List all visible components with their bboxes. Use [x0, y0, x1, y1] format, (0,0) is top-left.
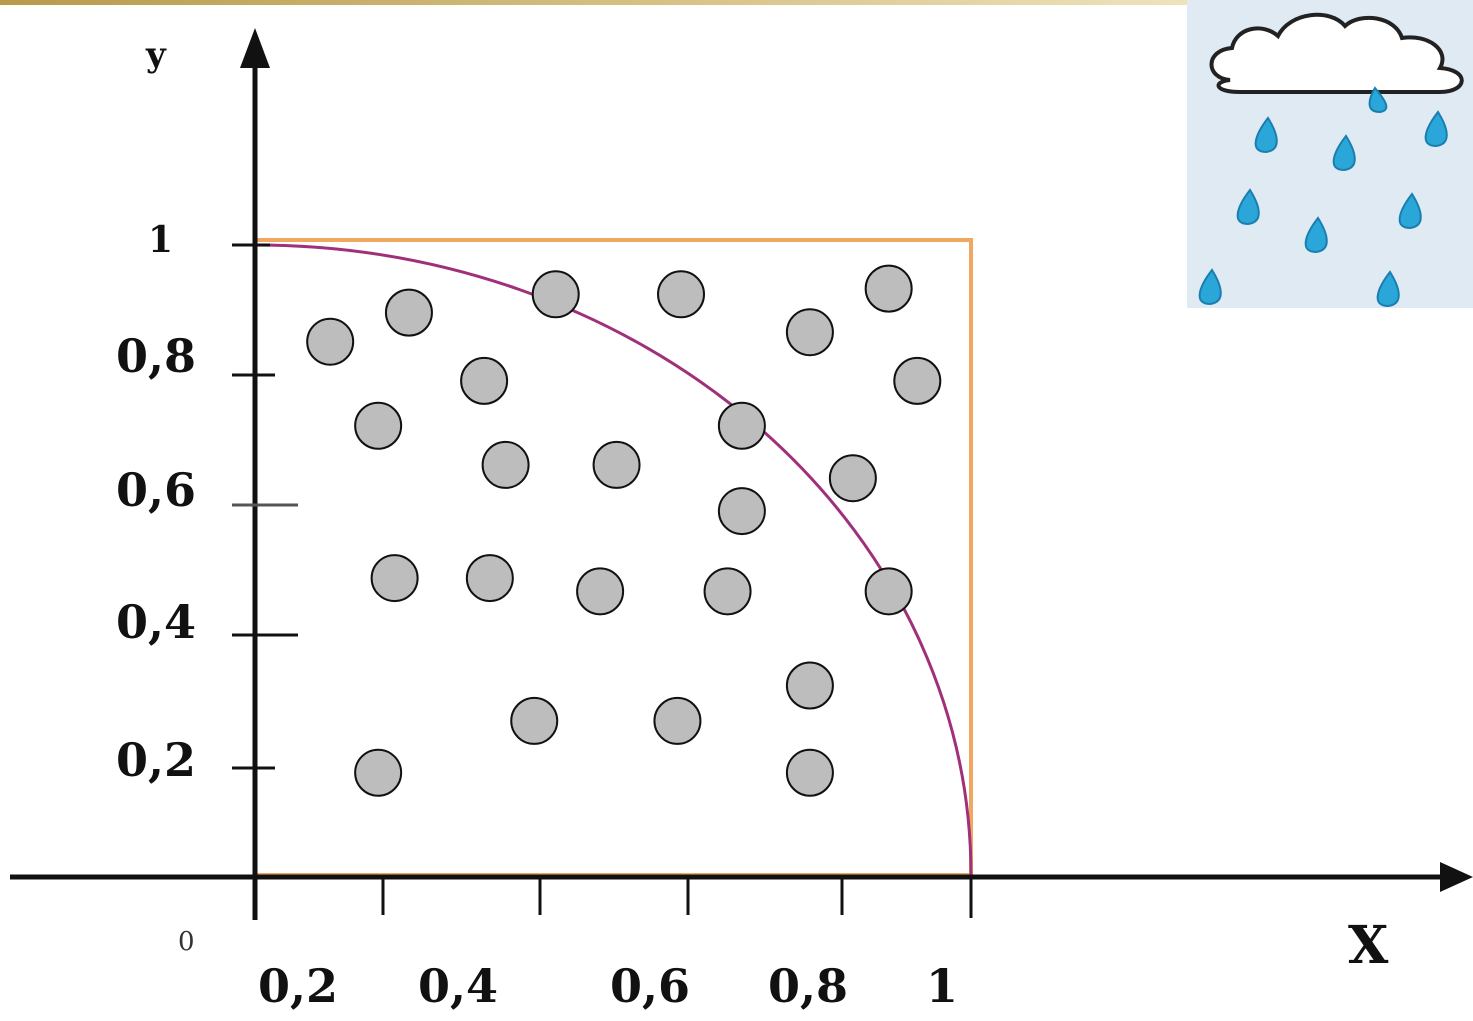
rain-drop: [354, 401, 403, 450]
rain-drop: [481, 440, 530, 489]
y-label-0.8: 0,8: [116, 329, 196, 383]
rain-drop: [893, 356, 942, 405]
rain-drop: [828, 454, 877, 503]
rain-drop: [864, 264, 913, 313]
rain-drop: [785, 661, 834, 710]
rain-drop: [306, 317, 355, 366]
y-axis-name: y: [145, 35, 167, 75]
rain-drop: [785, 308, 834, 357]
header-bar: [0, 0, 1190, 5]
rain-drop: [657, 270, 706, 319]
rain-cloud-icon: [1187, 0, 1473, 308]
rain-drop: [465, 554, 514, 603]
rain-drop: [384, 288, 433, 337]
rain-drop: [717, 401, 766, 450]
rain-drop: [460, 356, 509, 405]
x-label-0.6: 0,6: [610, 959, 690, 1013]
x-label-1: 1: [926, 959, 958, 1013]
origin-label: 0: [178, 927, 195, 957]
y-label-0.6: 0,6: [116, 463, 196, 517]
rain-drop: [370, 554, 419, 603]
x-label-0.4: 0,4: [418, 959, 498, 1013]
y-label-0.2: 0,2: [116, 733, 196, 787]
rain-drop: [785, 748, 834, 797]
y-label-0.4: 0,4: [116, 595, 196, 649]
y-label-1: 1: [148, 219, 173, 261]
x-axis-name: X: [1348, 915, 1389, 976]
rain-drop: [717, 487, 766, 536]
rain-drop: [510, 696, 559, 745]
rain-drops: [306, 264, 942, 797]
x-label-0.2: 0,2: [258, 959, 338, 1013]
rain-drop: [576, 567, 625, 616]
rain-drop: [653, 696, 702, 745]
rain-drop: [354, 748, 403, 797]
x-axis-arrow: [1440, 862, 1473, 892]
rain-drop: [703, 567, 752, 616]
rain-drop: [592, 440, 641, 489]
y-axis-arrow: [240, 28, 270, 68]
rain-drop: [531, 270, 580, 319]
x-label-0.8: 0,8: [768, 959, 848, 1013]
rain-drop: [864, 567, 913, 616]
